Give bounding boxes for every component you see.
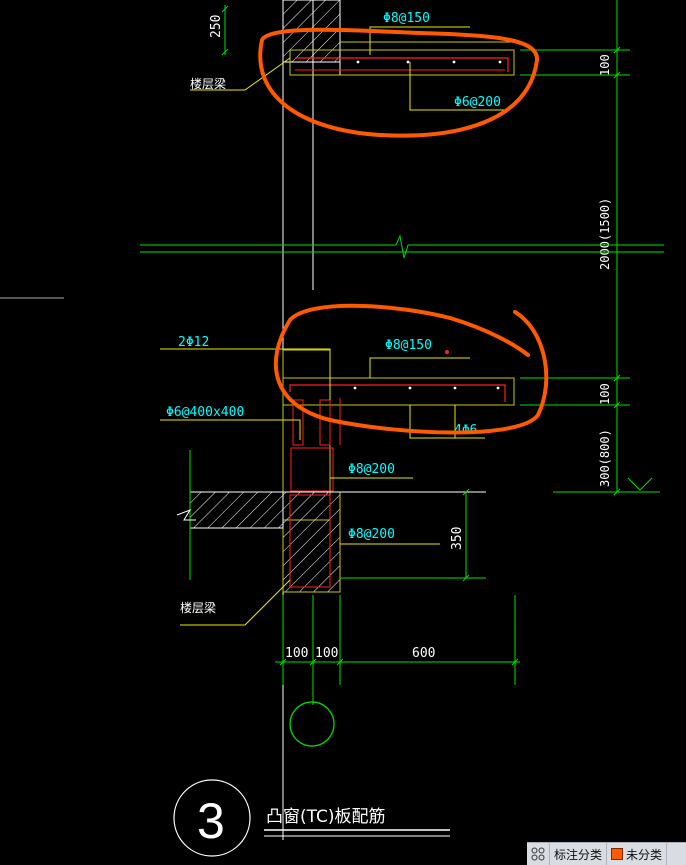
dim-sill-height: 300(800) bbox=[598, 429, 612, 487]
uncategorized-color-swatch bbox=[611, 848, 624, 860]
dim-window-height: 2000(1500) bbox=[598, 198, 612, 270]
detail-title: 凸窗(TC)板配筋 bbox=[266, 807, 386, 827]
floor-slab-hatch bbox=[176, 450, 486, 580]
lower-beam-column bbox=[282, 349, 341, 593]
label-2phi12: 2Φ12 bbox=[178, 335, 209, 350]
dim-slab-thk-lower: 100 bbox=[598, 383, 612, 405]
label-floor-beam-upper: 楼层梁 bbox=[190, 76, 226, 91]
right-dimension-chain bbox=[520, 0, 660, 496]
dim-600-text: 600 bbox=[412, 646, 435, 661]
uncategorized-button[interactable]: 未分类 bbox=[607, 843, 668, 865]
dim-350 bbox=[340, 488, 486, 582]
dim-350-text: 350 bbox=[450, 527, 465, 550]
upper-slab bbox=[289, 41, 515, 76]
dim-100-a-text: 100 bbox=[285, 646, 308, 661]
highlight-ellipse-bottom bbox=[273, 303, 549, 435]
upper-leaders bbox=[190, 26, 510, 111]
grid-axis-bubble bbox=[289, 701, 335, 747]
dim-250 bbox=[221, 5, 229, 56]
detail-number-circle bbox=[173, 779, 251, 857]
label-phi8-200-a: Φ8@200 bbox=[348, 462, 395, 477]
dim-slab-thk-upper: 100 bbox=[598, 54, 612, 76]
label-bottom-rebar-upper: Φ6@200 bbox=[454, 95, 501, 110]
bottom-dimensions bbox=[275, 595, 520, 705]
annotation-category-label: 标注分类 bbox=[554, 847, 603, 862]
break-line bbox=[140, 234, 664, 259]
annotation-category-button[interactable]: 标注分类 bbox=[550, 843, 608, 865]
label-phi8-200-b: Φ8@200 bbox=[348, 527, 395, 542]
uncategorized-label: 未分类 bbox=[626, 847, 663, 862]
status-bar: 标注分类 未分类 bbox=[527, 842, 686, 865]
dim-250-text: 250 bbox=[209, 15, 224, 38]
label-stirrup: Φ6@400x400 bbox=[166, 405, 244, 420]
highlight-ellipse-top bbox=[258, 27, 540, 138]
dim-100-b-text: 100 bbox=[315, 646, 338, 661]
lower-leaders bbox=[160, 348, 485, 626]
label-floor-beam-lower: 楼层梁 bbox=[180, 600, 216, 615]
label-top-rebar-lower: Φ8@150 bbox=[385, 338, 432, 353]
grid-icon[interactable] bbox=[527, 843, 550, 865]
detail-number: 3 bbox=[197, 793, 225, 849]
label-top-rebar-upper: Φ8@150 bbox=[383, 11, 430, 26]
